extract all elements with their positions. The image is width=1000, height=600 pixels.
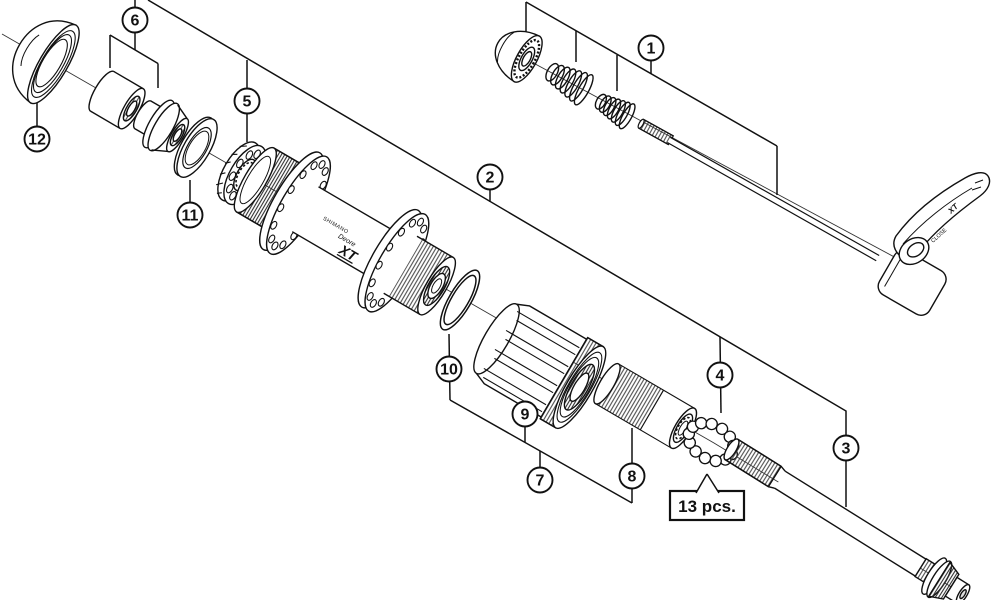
bearing-count-box — [668, 489, 746, 522]
svg-text:3: 3 — [842, 441, 851, 458]
part-hub-shell: SHIMANO Deore XT — [233, 146, 457, 316]
svg-text:6: 6 — [131, 13, 140, 30]
callout-9: 9 — [511, 400, 539, 428]
svg-text:7: 7 — [536, 473, 545, 490]
bearing-count-pointer — [695, 473, 720, 494]
callout-5: 5 — [233, 87, 261, 115]
svg-text:10: 10 — [440, 362, 458, 379]
part-dust-cap — [11, 20, 80, 105]
part-cone — [132, 99, 190, 153]
svg-text:9: 9 — [521, 407, 530, 424]
svg-text:4: 4 — [716, 368, 725, 385]
part-freehub-body — [473, 303, 607, 430]
part-qr-spring-inner — [594, 93, 636, 130]
callout-7: 7 — [526, 466, 554, 494]
part-seal-ring — [173, 116, 218, 178]
part-qr-lever: XT CLOSE — [877, 171, 991, 316]
callouts: 1 2 3 4 5 6 7 8 9 10 11 12 — [23, 6, 860, 494]
svg-text:1: 1 — [647, 41, 656, 58]
callout-11: 11 — [176, 201, 204, 229]
bearing-count-text: 13 pcs. — [678, 497, 736, 516]
svg-text:12: 12 — [28, 132, 46, 149]
part-qr-spring-outer — [545, 62, 594, 106]
callout-6: 6 — [121, 6, 149, 34]
part-axle — [723, 438, 971, 600]
callout-2: 2 — [476, 163, 504, 191]
callout-8: 8 — [618, 462, 646, 490]
callout-1: 1 — [637, 34, 665, 62]
svg-text:11: 11 — [182, 208, 199, 225]
part-qr-adjusting-nut — [494, 30, 543, 83]
part-locknut — [88, 70, 146, 130]
part-qr-skewer — [637, 118, 880, 262]
bearing-count-note: 13 pcs. — [668, 473, 746, 522]
callout-3: 3 — [832, 434, 860, 462]
svg-text:5: 5 — [243, 94, 252, 111]
callout-4: 4 — [706, 361, 734, 389]
callout-10: 10 — [435, 355, 463, 383]
part-o-ring — [439, 269, 481, 331]
svg-text:2: 2 — [486, 170, 495, 187]
svg-text:8: 8 — [628, 469, 637, 486]
callout-12: 12 — [23, 125, 51, 153]
